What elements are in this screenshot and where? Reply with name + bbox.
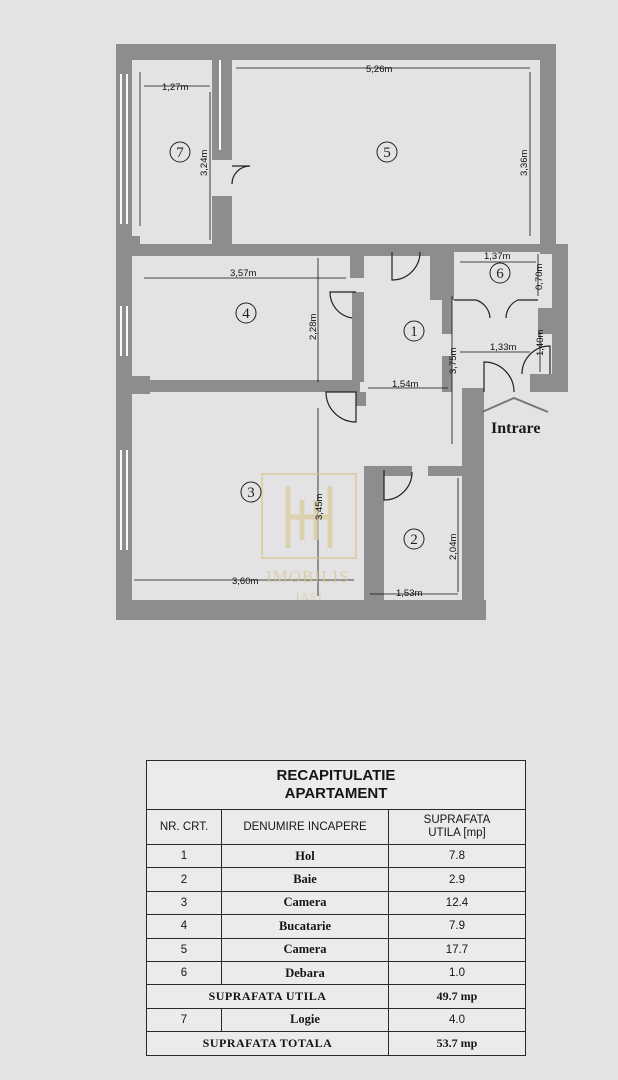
doors bbox=[231, 165, 551, 501]
entrance-label: Intrare bbox=[491, 420, 540, 437]
row-name: Debara bbox=[221, 960, 389, 986]
summary-title-line1: RECAPITULATIE bbox=[276, 767, 396, 784]
room-number-1: 1 bbox=[410, 324, 418, 340]
row-nr: 5 bbox=[146, 937, 222, 962]
summary-title-line2: APARTAMENT bbox=[284, 785, 388, 802]
floor-plan: IMOBILIS IASI 1,27m 5,26m 3,36m 3,24m 3,… bbox=[116, 44, 568, 620]
header-nr: NR. CRT. bbox=[146, 809, 222, 845]
dim-room6-width: 1,37m bbox=[484, 251, 510, 262]
dim-room4-height: 2,28m bbox=[308, 314, 319, 340]
row-nr: 7 bbox=[146, 1007, 222, 1033]
table-row: 2 Baie 2.9 bbox=[146, 867, 526, 892]
watermark-name: IMOBILIS bbox=[266, 567, 350, 586]
table-row: 7 Logie 4.0 bbox=[146, 1007, 526, 1033]
row-area: 7.8 bbox=[388, 843, 526, 869]
table-row: 6 Debara 1.0 bbox=[146, 960, 526, 986]
room-number-5: 5 bbox=[383, 145, 391, 161]
dim-room5-width: 5,26m bbox=[366, 64, 392, 75]
windows bbox=[120, 60, 221, 550]
dim-room4-width: 3,57m bbox=[230, 268, 256, 279]
dim-room2-width: 1,53m bbox=[396, 588, 422, 599]
useful-area-label: SUPRAFATA UTILA bbox=[146, 984, 389, 1009]
dim-room5-height: 3,36m bbox=[519, 150, 530, 176]
table-row: 4 Bucatarie 7.9 bbox=[146, 914, 526, 939]
room-number-3: 3 bbox=[247, 485, 255, 501]
entrance-arrow bbox=[481, 396, 549, 413]
dim-hall-width: 1,54m bbox=[392, 379, 418, 390]
row-area: 2.9 bbox=[388, 867, 526, 892]
useful-area-value: 49.7 mp bbox=[388, 984, 526, 1009]
total-area-label: SUPRAFATA TOTALA bbox=[146, 1031, 389, 1056]
dim-room2-height: 2,04m bbox=[448, 534, 459, 560]
header-area: SUPRAFATA UTILA [mp] bbox=[388, 809, 526, 845]
total-area-value: 53.7 mp bbox=[388, 1031, 526, 1056]
room-number-6: 6 bbox=[496, 266, 504, 282]
row-name: Bucatarie bbox=[221, 914, 389, 939]
room-numbers: 1 2 3 4 5 6 7 bbox=[176, 145, 504, 548]
row-name: Logie bbox=[221, 1007, 389, 1033]
row-area: 17.7 bbox=[388, 937, 526, 962]
dimension-labels: 1,27m 5,26m 3,36m 3,24m 3,57m 2,28m 1,37… bbox=[162, 64, 546, 599]
table-row: 3 Camera 12.4 bbox=[146, 890, 526, 916]
header-area-line2: UTILA [mp] bbox=[428, 827, 486, 839]
row-area: 12.4 bbox=[388, 890, 526, 916]
row-nr: 1 bbox=[146, 843, 222, 869]
dim-hall-upper-width: 1,33m bbox=[490, 342, 516, 353]
row-nr: 6 bbox=[146, 960, 222, 986]
row-nr: 4 bbox=[146, 914, 222, 939]
summary-title: RECAPITULATIE APARTAMENT bbox=[146, 760, 526, 810]
useful-area-row: SUPRAFATA UTILA 49.7 mp bbox=[146, 984, 526, 1009]
dim-room6-height: 0,70m bbox=[534, 264, 545, 290]
table-row: 5 Camera 17.7 bbox=[146, 937, 526, 962]
row-nr: 3 bbox=[146, 890, 222, 916]
table-row: 1 Hol 7.8 bbox=[146, 843, 526, 869]
watermark-city: IASI bbox=[296, 592, 323, 603]
summary-table: RECAPITULATIE APARTAMENT NR. CRT. DENUMI… bbox=[146, 760, 526, 1056]
row-nr: 2 bbox=[146, 867, 222, 892]
watermark-logo: IMOBILIS IASI bbox=[261, 473, 357, 603]
dim-hall-upper-height: 1,40m bbox=[535, 330, 546, 356]
dim-room7-height: 3,24m bbox=[199, 150, 210, 176]
total-area-row: SUPRAFATA TOTALA 53.7 mp bbox=[146, 1031, 526, 1056]
row-name: Hol bbox=[221, 843, 389, 869]
row-area: 7.9 bbox=[388, 914, 526, 939]
row-name: Camera bbox=[221, 937, 389, 962]
header-area-line1: SUPRAFATA bbox=[423, 814, 491, 826]
room-number-4: 4 bbox=[242, 306, 250, 322]
dim-room7-width: 1,27m bbox=[162, 82, 188, 93]
row-name: Baie bbox=[221, 867, 389, 892]
room-number-7: 7 bbox=[176, 145, 184, 161]
dim-room3-width: 3,60m bbox=[232, 576, 258, 587]
dim-room3-height: 3,45m bbox=[314, 494, 325, 520]
dim-hall-height: 3,75m bbox=[448, 348, 459, 374]
room-number-2: 2 bbox=[410, 532, 418, 548]
header-name: DENUMIRE INCAPERE bbox=[221, 809, 389, 845]
row-area: 4.0 bbox=[388, 1007, 526, 1033]
room-markers bbox=[169, 141, 511, 550]
row-name: Camera bbox=[221, 890, 389, 916]
walls bbox=[116, 44, 568, 620]
row-area: 1.0 bbox=[388, 960, 526, 986]
